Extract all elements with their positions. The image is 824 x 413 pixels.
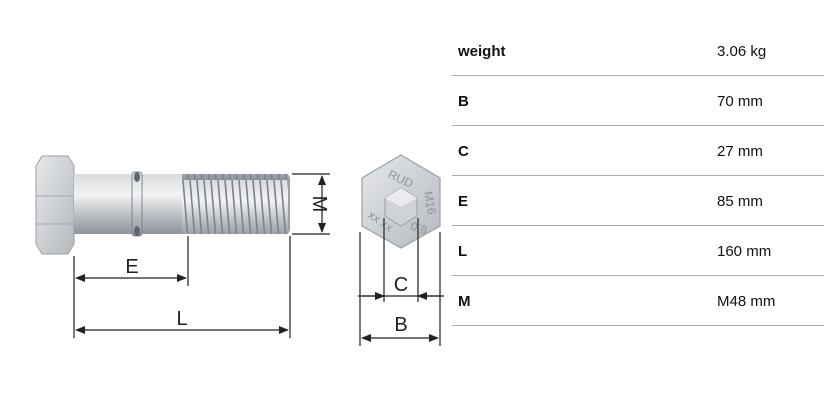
- spec-value: 85 mm: [717, 193, 763, 210]
- spec-label: E: [458, 193, 469, 210]
- dimension-b-label: B: [394, 314, 407, 336]
- bolt-head: [35, 155, 75, 255]
- spec-row-m: M M48 mm: [452, 276, 824, 326]
- dimension-l-label: L: [176, 308, 187, 330]
- bolt-thread: [182, 174, 288, 234]
- head-size-mark: M16: [421, 190, 439, 216]
- dimension-c-label: C: [394, 274, 408, 296]
- spec-value: 3.06 kg: [717, 43, 767, 60]
- dimension-e-label: E: [125, 256, 138, 278]
- dimension-m-label: M: [308, 196, 330, 213]
- bolt-technical-drawing: RUD M16 xx xx 6.0 E L M C B: [35, 154, 444, 346]
- spec-value: 160 mm: [717, 243, 772, 260]
- spec-label: weight: [458, 43, 506, 60]
- spec-table: weight 3.06 kg B 70 mm C 27 mm E 85 mm L…: [452, 26, 824, 326]
- hex-head-end-view: RUD M16 xx xx 6.0: [361, 154, 441, 249]
- head-grade-mark: 6.0: [408, 218, 429, 237]
- spec-value: 70 mm: [717, 93, 763, 110]
- spec-row-c: C 27 mm: [452, 126, 824, 176]
- spec-value: 27 mm: [717, 143, 763, 160]
- spec-row-e: E 85 mm: [452, 176, 824, 226]
- spec-label: M: [458, 293, 471, 310]
- spec-label: C: [458, 143, 469, 160]
- spec-label: B: [458, 93, 469, 110]
- spec-value: M48 mm: [717, 293, 776, 310]
- dimension-lines: [73, 173, 444, 346]
- spec-row-l: L 160 mm: [452, 226, 824, 276]
- spec-row-b: B 70 mm: [452, 76, 824, 126]
- spec-row-weight: weight 3.06 kg: [452, 26, 824, 76]
- bolt-side-view: [35, 155, 290, 255]
- spec-label: L: [458, 243, 468, 260]
- bolt-shank: [74, 174, 182, 234]
